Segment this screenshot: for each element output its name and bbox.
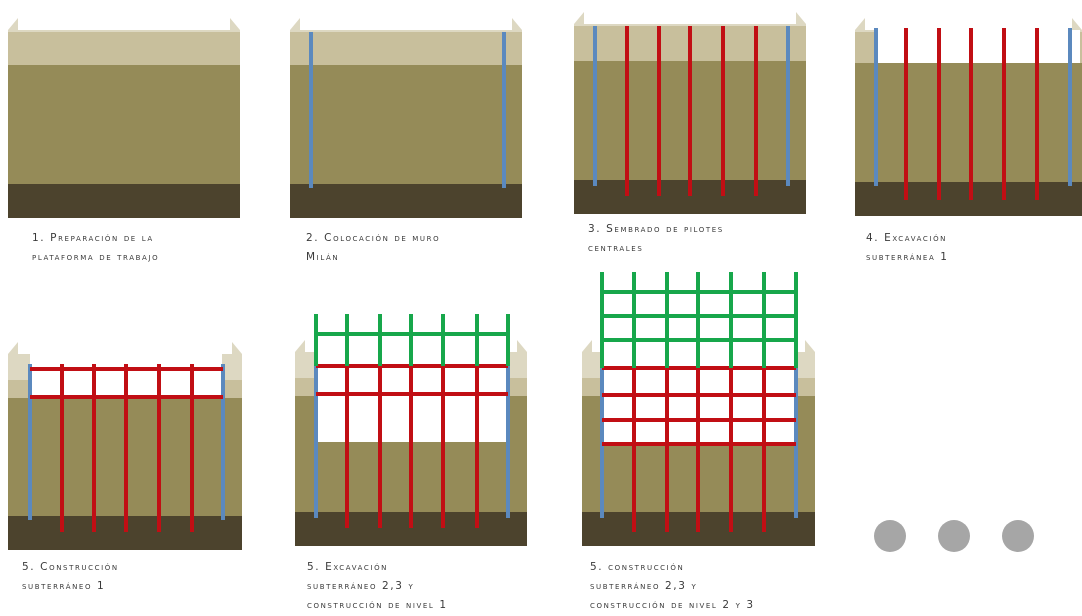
platform-edge-right	[1072, 18, 1082, 32]
caption-line: Milán	[306, 251, 340, 263]
platform-edge-right	[512, 18, 522, 32]
caption-line: 5. construcción	[590, 561, 685, 573]
platform-layer	[574, 24, 806, 26]
caption-line: plataforma de trabajo	[32, 251, 160, 263]
platform-edge-left	[574, 12, 584, 26]
soil-layer	[855, 63, 1082, 182]
caption-line: 3. Sembrado de pilotes	[588, 223, 724, 235]
caption-line: 4. Excavación	[866, 232, 948, 244]
platform-edge-right	[230, 18, 240, 32]
soil-layer	[290, 65, 522, 184]
caption-line: construcción de nivel 1	[307, 599, 448, 611]
caption-line: 5. Excavación	[307, 561, 389, 573]
caption-step-2: 2. Colocación de muro Milán	[306, 229, 440, 267]
more-steps-dot[interactable]	[1002, 520, 1034, 552]
platform-layer	[8, 30, 240, 32]
caption-step-5: 5. Construcción subterráneo 1	[22, 558, 119, 596]
caption-line: 1. Preparación de la	[32, 232, 154, 244]
platform-edge-left	[290, 18, 300, 32]
bedrock-layer	[290, 184, 522, 218]
caption-step-6: 5. Excavación subterráneo 2,3 y construc…	[307, 558, 448, 615]
caption-line: 2. Colocación de muro	[306, 232, 441, 244]
caption-line: subterráneo 2,3 y	[590, 580, 698, 592]
caption-step-3: 3. Sembrado de pilotes centrales	[588, 220, 724, 258]
caption-step-4: 4. Excavación subterránea 1	[866, 229, 949, 267]
platform-edge-left	[855, 18, 865, 32]
caption-line: subterráneo 2,3 y	[307, 580, 415, 592]
caption-line: subterránea 1	[866, 251, 949, 263]
caption-step-1: 1. Preparación de la plataforma de traba…	[32, 229, 159, 267]
fill-layer	[290, 32, 522, 65]
excavation-void	[874, 30, 1080, 63]
caption-line: construcción de nivel 2 y 3	[590, 599, 755, 611]
platform-layer	[290, 30, 522, 32]
caption-line: subterráneo 1	[22, 580, 106, 592]
bedrock-layer	[8, 184, 240, 218]
platform-edge-right	[796, 12, 806, 26]
caption-line: centrales	[588, 242, 644, 254]
fill-layer	[8, 32, 240, 65]
more-steps-dot[interactable]	[938, 520, 970, 552]
bedrock-layer	[855, 182, 1082, 216]
more-steps-dot[interactable]	[874, 520, 906, 552]
caption-line: 5. Construcción	[22, 561, 119, 573]
platform-edge-left	[8, 18, 18, 32]
caption-step-7: 5. construcción subterráneo 2,3 y constr…	[590, 558, 755, 615]
soil-layer	[8, 65, 240, 184]
